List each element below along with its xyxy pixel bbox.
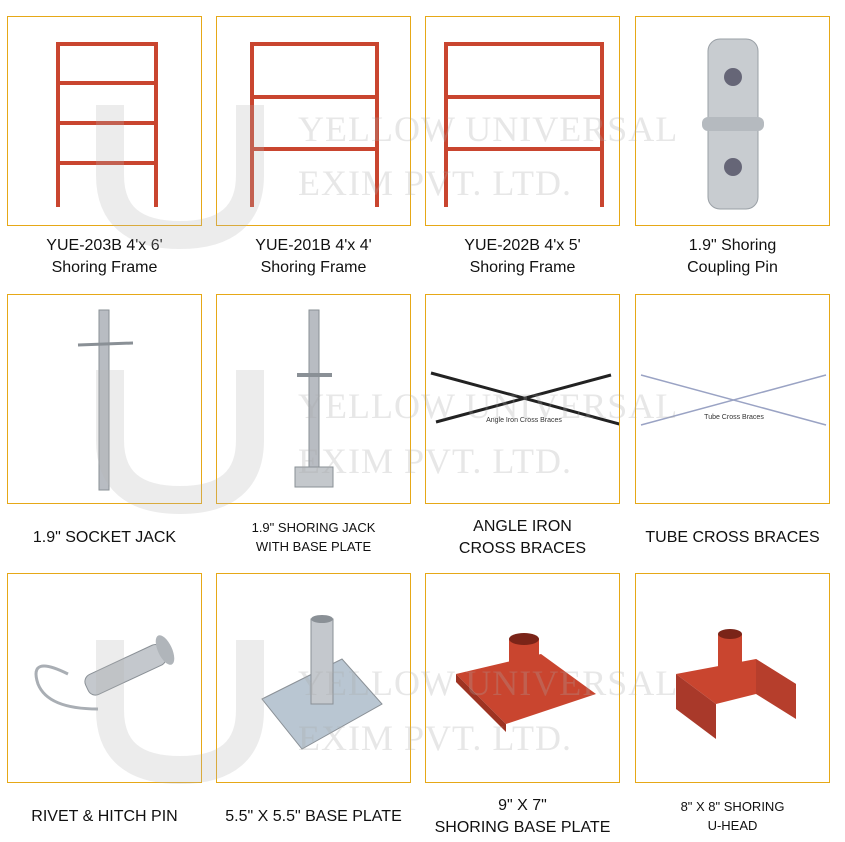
product-caption: RIVET & HITCH PIN <box>31 808 178 825</box>
shoring-frame-image <box>250 42 379 207</box>
product-caption: 5.5" X 5.5" BASE PLATE <box>225 808 402 825</box>
rivet-hitch-pin-image <box>34 635 175 711</box>
product-card-socket-jack[interactable] <box>7 294 202 504</box>
shoring-frame-image <box>56 42 158 207</box>
product-card-tube-cross-braces[interactable]: Tube Cross Braces <box>635 294 830 504</box>
u-head-image <box>676 629 796 739</box>
base-plate-image <box>261 615 383 750</box>
product-card-u-head[interactable] <box>635 573 830 783</box>
product-card-shoring-base-plate[interactable] <box>425 573 620 783</box>
product-caption: YUE-203B 4'x 6'Shoring Frame <box>46 237 163 276</box>
product-card-yue-203b[interactable] <box>7 16 202 226</box>
product-caption: 9" X 7"SHORING BASE PLATE <box>434 797 611 836</box>
angle-iron-cross-braces-image: Angle Iron Cross Braces <box>430 371 619 426</box>
product-caption: YUE-201B 4'x 4'Shoring Frame <box>255 237 372 276</box>
product-card-shoring-jack[interactable] <box>216 294 411 504</box>
socket-jack-image <box>77 309 134 491</box>
product-card-angle-iron-cross-braces[interactable]: Angle Iron Cross Braces <box>425 294 620 504</box>
image-label: Tube Cross Braces <box>704 414 764 421</box>
product-card-yue-202b[interactable] <box>425 16 620 226</box>
shoring-base-plate-image <box>456 633 596 732</box>
product-caption: YUE-202B 4'x 5'Shoring Frame <box>464 237 581 276</box>
product-card-yue-201b[interactable] <box>216 16 411 226</box>
shoring-frame-image <box>444 42 604 207</box>
tube-cross-braces-image: Tube Cross Braces <box>640 374 827 426</box>
product-card-coupling-pin[interactable] <box>635 16 830 226</box>
coupling-pin-image <box>702 38 764 210</box>
product-card-rivet-hitch-pin[interactable] <box>7 573 202 783</box>
image-label: Angle Iron Cross Braces <box>486 417 562 424</box>
product-card-base-plate[interactable] <box>216 573 411 783</box>
shoring-jack-image <box>294 309 334 488</box>
product-caption: 1.9" SOCKET JACK <box>32 529 177 546</box>
product-caption: TUBE CROSS BRACES <box>645 529 820 546</box>
